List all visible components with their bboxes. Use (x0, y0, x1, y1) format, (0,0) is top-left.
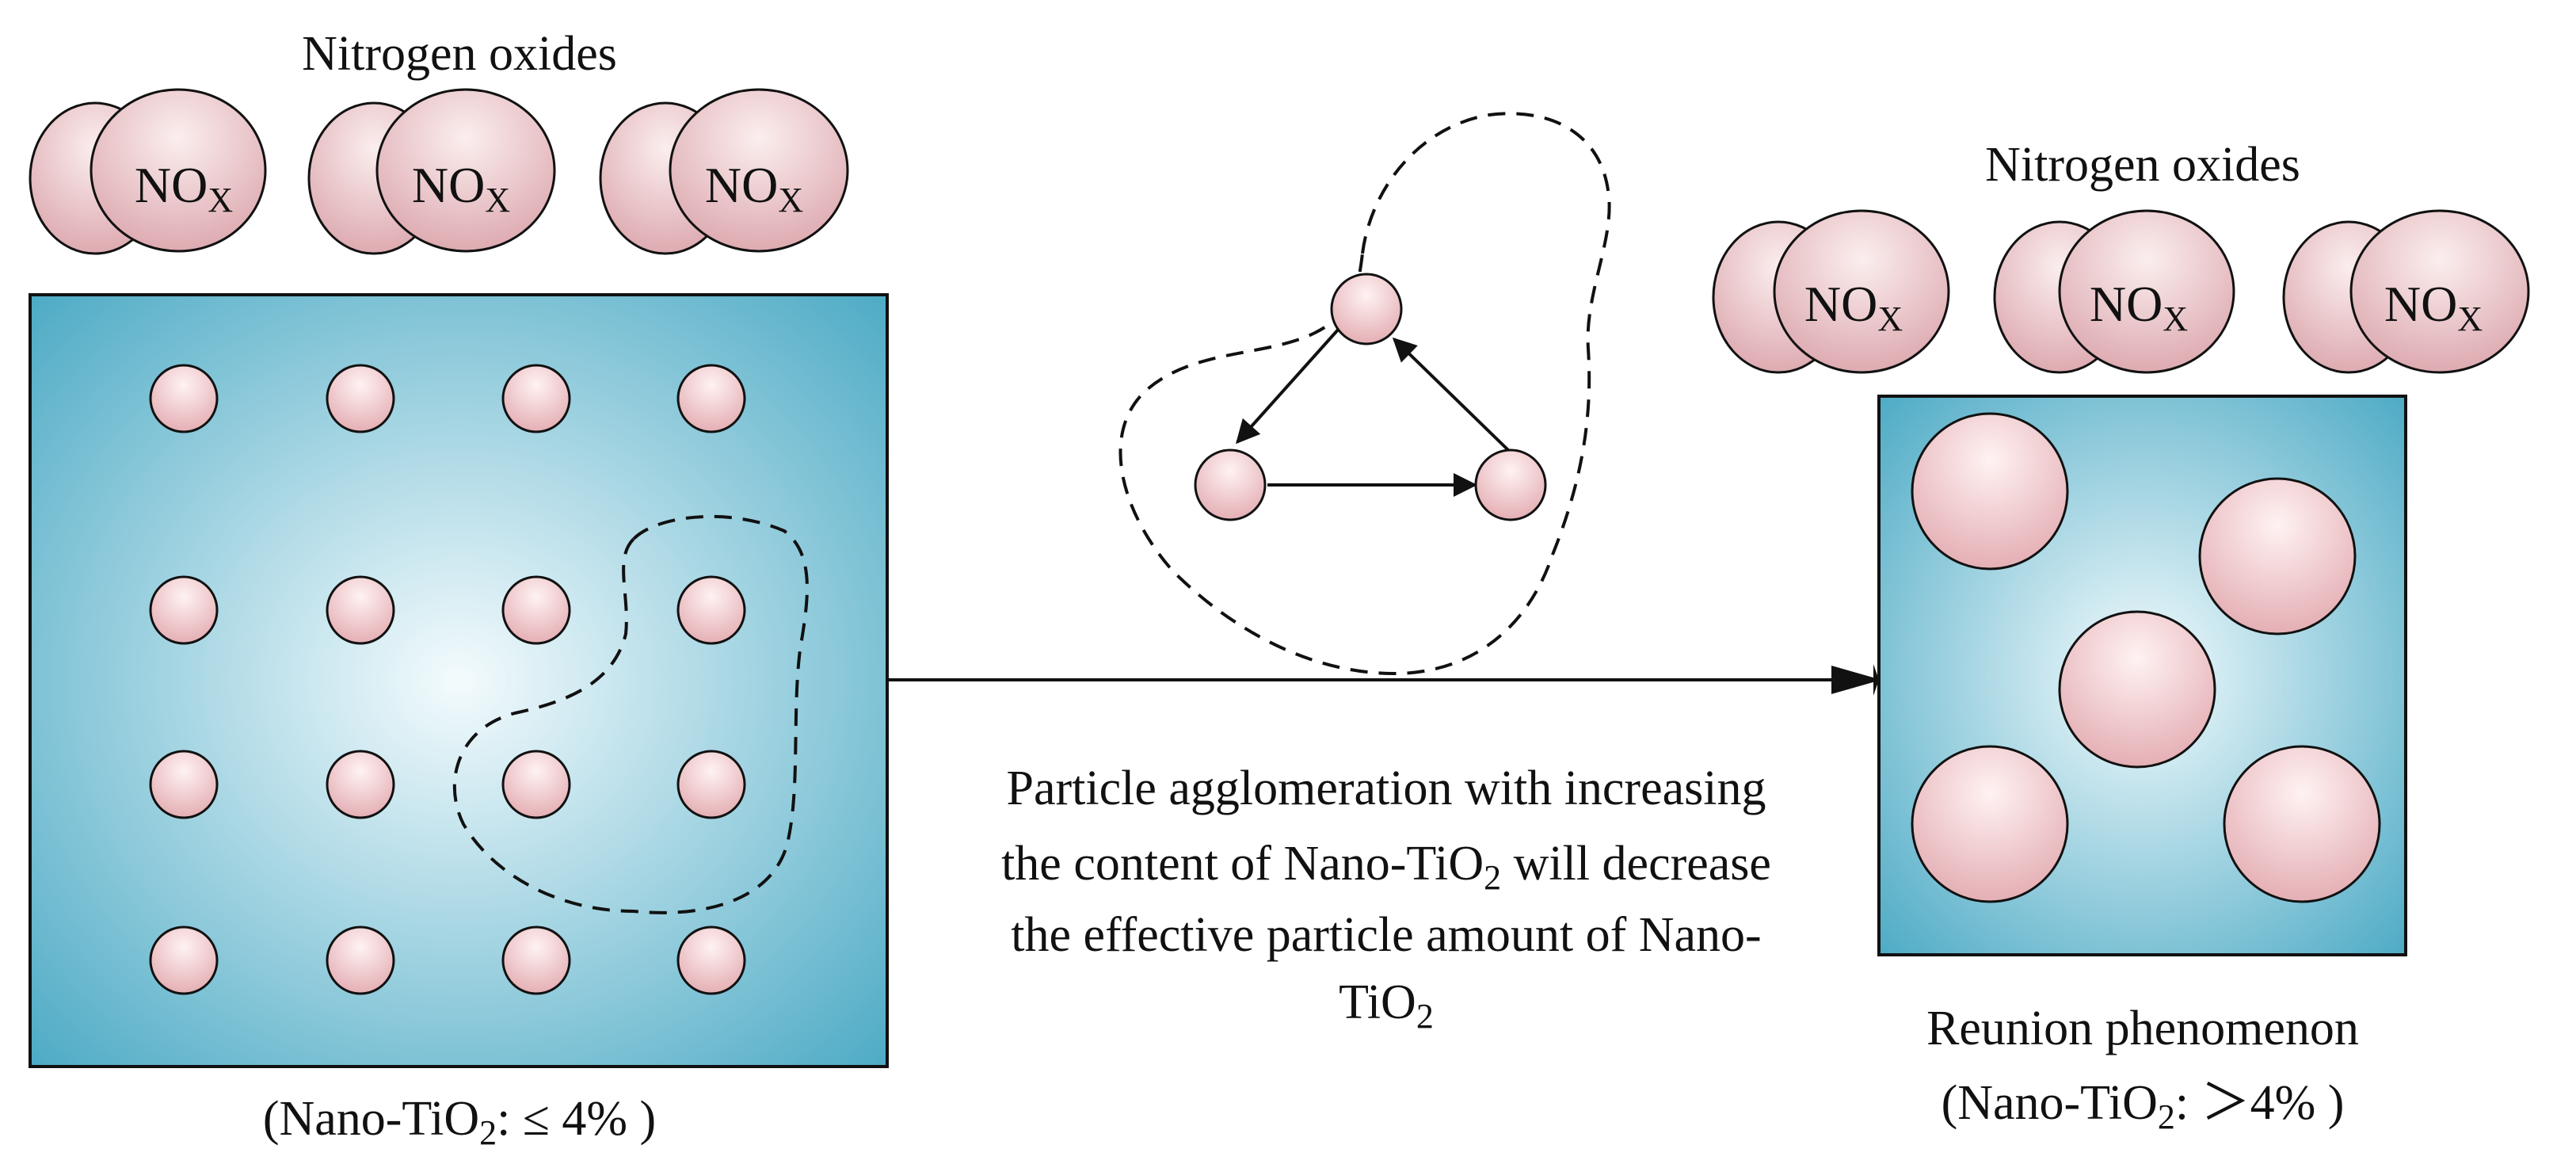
particle-r1c2 (326, 364, 395, 433)
svg-text:the content of Nano-TiO2 will: the content of Nano-TiO2 will decrease (1001, 837, 1771, 897)
particle-r4c1 (149, 925, 219, 995)
particle-r1c1 (149, 364, 219, 433)
triangle-particle-top (1330, 273, 1403, 345)
particle-r3c2 (326, 750, 395, 819)
svg-text:NOX: NOX (412, 157, 510, 219)
particle-r2c4 (676, 575, 746, 645)
svg-text:the effective particle amount: the effective particle amount of Nano- (1011, 908, 1761, 962)
right-nox-cloud-2: NOX (1993, 209, 2235, 374)
svg-text:NOX: NOX (705, 157, 803, 219)
triangle-particle-left (1194, 448, 1267, 521)
particle-r3c4 (676, 750, 746, 819)
right-agglomerated-particles (1911, 412, 2381, 903)
svg-text:Particle agglomeration with in: Particle agglomeration with increasing (1007, 761, 1766, 815)
process-arrow-head (1831, 666, 1881, 694)
left-agglomeration-outline (452, 514, 809, 914)
triangle-particle-right (1474, 448, 1547, 521)
svg-text:NOX: NOX (2384, 276, 2483, 338)
particle-r4c2 (326, 925, 395, 995)
large-particle-3 (2058, 610, 2216, 769)
triangle-arrow-right-to-top (1392, 337, 1510, 452)
particle-r3c1 (149, 750, 219, 819)
left-footer-content: (Nano-TiO2: ≤ 4% ) (263, 1092, 656, 1152)
particle-r2c2 (326, 575, 395, 645)
left-particle-grid (149, 364, 746, 995)
particle-r3c3 (501, 750, 571, 819)
particle-r1c3 (501, 364, 571, 433)
left-nox-cloud-1: NOX (29, 88, 267, 255)
svg-text:TiO2: TiO2 (1339, 975, 1434, 1036)
large-particle-2 (2198, 477, 2357, 635)
agglomeration-triangle (1194, 273, 1547, 521)
particle-r2c1 (149, 575, 219, 645)
left-header-nitrogen-oxides: Nitrogen oxides (302, 27, 617, 81)
process-description: Particle agglomeration with increasing t… (1001, 761, 1771, 1036)
particle-r1c4 (676, 364, 746, 433)
particle-r4c4 (676, 925, 746, 995)
right-caption-reunion: Reunion phenomenon (1926, 1002, 2359, 1055)
large-particle-4 (1911, 745, 2069, 903)
large-particle-5 (2223, 745, 2381, 903)
right-nox-cloud-3: NOX (2282, 209, 2530, 374)
triangle-arrow-top-to-left (1235, 326, 1341, 445)
svg-text:NOX: NOX (135, 157, 233, 219)
right-header-nitrogen-oxides: Nitrogen oxides (1985, 138, 2300, 192)
particle-r4c3 (501, 925, 571, 995)
large-particle-1 (1911, 412, 2069, 571)
middle-agglomeration-outline (1118, 112, 1611, 676)
left-nox-cloud-2: NOX (307, 88, 556, 255)
left-nox-cloud-3: NOX (599, 88, 849, 255)
svg-text:NOX: NOX (2090, 276, 2188, 338)
right-footer-content: (Nano-TiO2: ＞4% ) (1942, 1076, 2345, 1136)
right-nox-cloud-1: NOX (1712, 209, 1950, 374)
particle-r2c3 (501, 575, 571, 645)
svg-text:NOX: NOX (1804, 276, 1903, 338)
